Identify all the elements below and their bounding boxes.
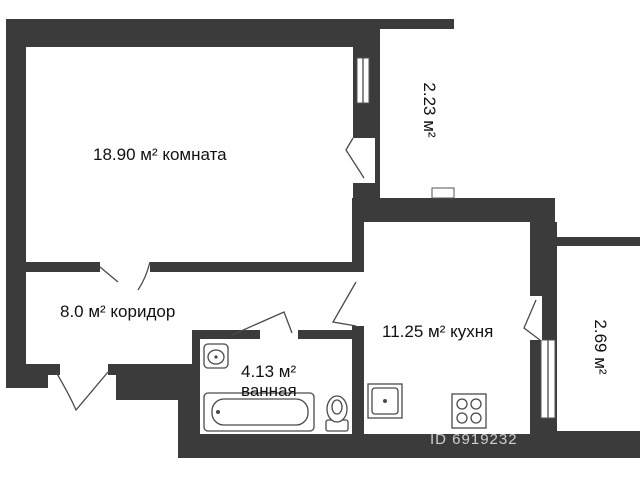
door-swing <box>231 311 293 336</box>
bathroom-name-label: ванная <box>241 381 297 400</box>
loggia-area <box>557 246 640 431</box>
interior-wall <box>192 330 260 339</box>
interior-wall <box>352 198 364 272</box>
door-swing <box>331 281 357 327</box>
interior-wall <box>150 262 362 272</box>
corridor-label: 8.0 м² коридор <box>60 302 175 321</box>
door-swing <box>99 261 151 291</box>
interior-wall <box>530 222 557 296</box>
entrance-door-swing <box>55 371 109 412</box>
room-area <box>26 47 353 262</box>
toilet-icon <box>325 395 349 432</box>
kitchen-label: 11.25 м² кухня <box>382 322 493 341</box>
door-swing <box>345 137 365 179</box>
room-label: 18.90 м² комната <box>93 145 227 164</box>
kitchen-sink-icon <box>367 383 403 419</box>
sink-icon <box>203 343 229 369</box>
interior-wall <box>298 330 356 339</box>
interior-wall <box>26 262 100 272</box>
bathtub-icon <box>203 392 315 432</box>
door-swing <box>523 299 541 341</box>
loggia-label: 2.69 м² <box>591 319 610 374</box>
interior-wall <box>353 183 380 198</box>
interior-wall <box>352 326 364 434</box>
interior-wall <box>192 330 200 434</box>
balcony-label: 2.23 м² <box>420 82 439 137</box>
balcony-area <box>380 29 454 198</box>
bathroom-area-label: 4.13 м² <box>241 362 296 381</box>
window <box>431 187 455 199</box>
stove-icon <box>451 393 487 429</box>
listing-id-watermark: ID 6919232 <box>430 431 518 448</box>
